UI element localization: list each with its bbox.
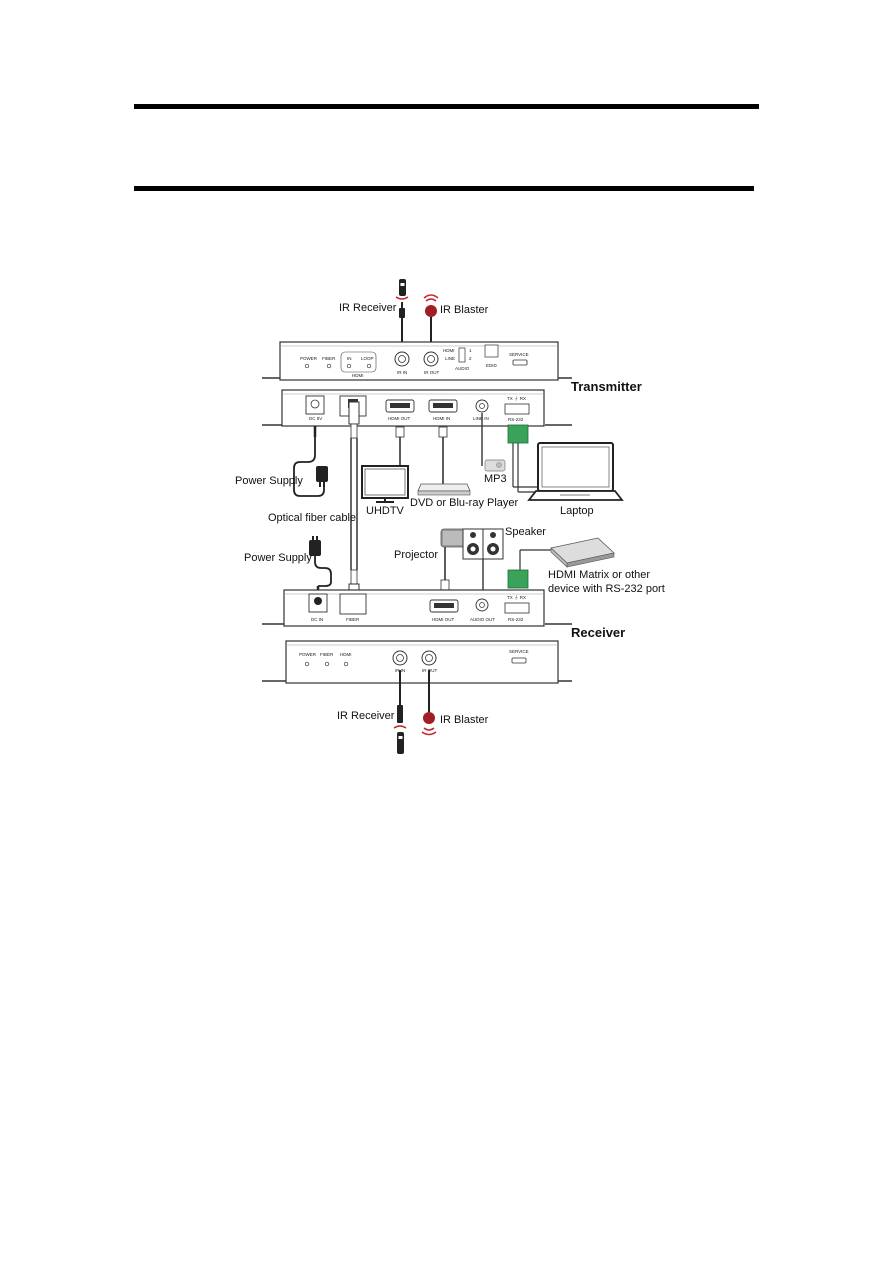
tx-ir-receiver-icon — [395, 279, 409, 345]
rx-rear-fiber-text: FIBER — [346, 617, 360, 622]
tx-rear-linein-text: LINE IN — [473, 416, 489, 421]
rx-front-irout-text: IR OUT — [422, 668, 438, 673]
receiver-label: Receiver — [571, 625, 626, 640]
rx-rear-rs232-text: RS-232 — [508, 617, 524, 622]
tx-front-edid-text: EDID — [486, 363, 498, 368]
mp3-label: MP3 — [484, 473, 507, 485]
tx-ir-blaster-icon — [423, 294, 439, 345]
tx-rear-hdmiin-text: HDMI IN — [433, 416, 450, 421]
power-supply-rx-label: Power Supply — [244, 552, 312, 564]
tx-front-line-sw-text: LINE — [445, 356, 455, 361]
power-supply-tx-icon — [316, 466, 328, 487]
tx-rear-hdmiout-text: HDMI OUT — [388, 416, 410, 421]
rx-front-hdmi-text: HDMI — [340, 652, 352, 657]
tx-rear-rs232-pins-text: TX ⏚ RX — [507, 395, 526, 401]
rx-front-panel — [262, 640, 572, 684]
hdmi-matrix-label-1: HDMI Matrix or other — [548, 569, 651, 581]
speaker-label: Speaker — [505, 526, 546, 538]
tx-rear-rs232-text: RS-232 — [508, 417, 524, 422]
rx-ir-blaster-icon — [421, 670, 437, 736]
tx-front-service-text: SERVICE — [509, 352, 529, 357]
rx-front-service-text: SERVICE — [509, 649, 529, 654]
tx-front-irout-text: IR OUT — [424, 370, 440, 375]
rx-rear-audioout-text: AUDIO OUT — [470, 617, 495, 622]
rx-rear-hdmiout-text: HDMI OUT — [432, 617, 454, 622]
optical-fiber-label: Optical fiber cable — [268, 512, 357, 524]
rx-ir-blaster-label: IR Blaster — [440, 714, 489, 726]
panel-text: POWER FIBER IN LOOP HDMI IR IN IR OUT HD… — [299, 348, 529, 673]
projector-label: Projector — [394, 549, 439, 561]
uhdtv-label: UHDTV — [366, 505, 404, 517]
tx-front-irin-text: IR IN — [397, 370, 407, 375]
tx-front-power-text: POWER — [300, 356, 318, 361]
tx-ir-receiver-label: IR Receiver — [339, 302, 397, 314]
top-rule — [134, 104, 759, 109]
rx-front-power-text: POWER — [299, 652, 317, 657]
mp3-player-icon — [484, 459, 506, 472]
rx-ir-receiver-label: IR Receiver — [337, 710, 395, 722]
tx-front-panel — [262, 341, 572, 381]
rx-front-fiber-text: FIBER — [320, 652, 334, 657]
laptop-icon — [527, 442, 624, 501]
tx-front-sw1-text: 1 — [469, 348, 472, 353]
tx-rear-dc-text: DC 5V — [309, 416, 322, 421]
tx-front-fiber-text: FIBER — [322, 356, 336, 361]
rx-rear-dc-text: DC IN — [311, 617, 323, 622]
tx-front-in-text: IN — [347, 356, 352, 361]
dvd-player-icon — [417, 483, 471, 496]
hdmi-matrix-icon — [507, 537, 615, 589]
tx-front-hdmi-sw-text: HDMI — [443, 348, 455, 353]
tx-ir-blaster-label: IR Blaster — [440, 304, 489, 316]
tx-front-sw2-text: 2 — [469, 356, 472, 361]
rx-rear-panel — [262, 589, 572, 627]
rx-front-irin-text: IR IN — [395, 668, 405, 673]
second-rule — [134, 186, 754, 191]
rx-ir-receiver-icon — [393, 670, 407, 754]
rx-rear-rs232-pins-text: TX ⏚ RX — [507, 594, 526, 600]
power-supply-tx-label: Power Supply — [235, 475, 303, 487]
tx-front-loop-text: LOOP — [361, 356, 374, 361]
tx-rear-panel — [262, 389, 572, 427]
optical-fiber-cable — [348, 401, 360, 607]
laptop-label: Laptop — [560, 505, 594, 517]
speaker-icon — [462, 528, 504, 598]
dvd-label: DVD or Blu-ray Player — [410, 497, 519, 509]
transmitter-label: Transmitter — [571, 379, 642, 394]
tx-front-hdmi-text: HDMI — [352, 373, 364, 378]
tx-front-audio-text: AUDIO — [455, 366, 470, 371]
hdmi-matrix-label-2: device with RS-232 port — [548, 583, 665, 595]
tx-cables — [293, 413, 545, 497]
uhdtv-icon — [361, 465, 409, 503]
